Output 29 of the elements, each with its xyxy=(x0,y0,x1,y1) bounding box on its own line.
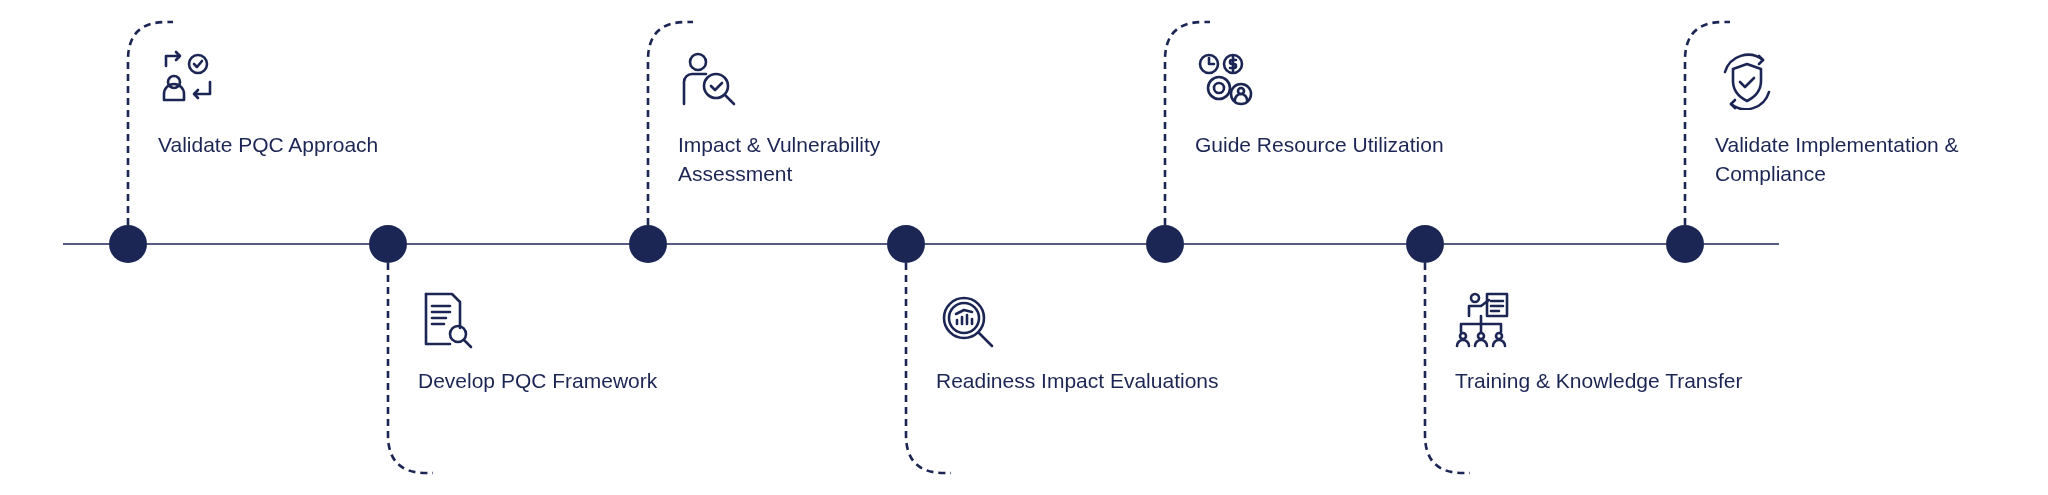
dashed-connector xyxy=(386,263,433,475)
timeline-dot xyxy=(109,225,147,263)
timeline-line xyxy=(406,243,630,245)
step-label: Validate PQC Approach xyxy=(158,132,380,158)
step-label: Readiness Impact Evaluations xyxy=(936,368,1220,394)
dashed-connector xyxy=(126,20,173,225)
step-label: Impact & Vulnerability Assessment xyxy=(678,132,882,187)
timeline-line xyxy=(62,243,110,245)
timeline-line xyxy=(1703,243,1780,245)
timeline-line xyxy=(666,243,888,245)
timeline-dot xyxy=(887,225,925,263)
step-label: Training & Knowledge Transfer xyxy=(1455,368,1744,394)
dashed-connector xyxy=(904,263,951,475)
dashed-connector xyxy=(1683,20,1730,225)
timeline-dot xyxy=(1146,225,1184,263)
dashed-connector xyxy=(1163,20,1210,225)
dashed-connector xyxy=(646,20,693,225)
timeline-dot xyxy=(369,225,407,263)
timeline-line xyxy=(1183,243,1407,245)
timeline-dot xyxy=(1666,225,1704,263)
timeline-line xyxy=(924,243,1147,245)
timeline-dot xyxy=(1406,225,1444,263)
dashed-connector xyxy=(1423,263,1470,475)
timeline-line xyxy=(146,243,370,245)
timeline-dot xyxy=(629,225,667,263)
step-label: Develop PQC Framework xyxy=(418,368,659,394)
timeline-line xyxy=(1443,243,1667,245)
step-label: Guide Resource Utilization xyxy=(1195,132,1445,158)
step-label: Validate Implementation & Compliance xyxy=(1715,132,1960,187)
